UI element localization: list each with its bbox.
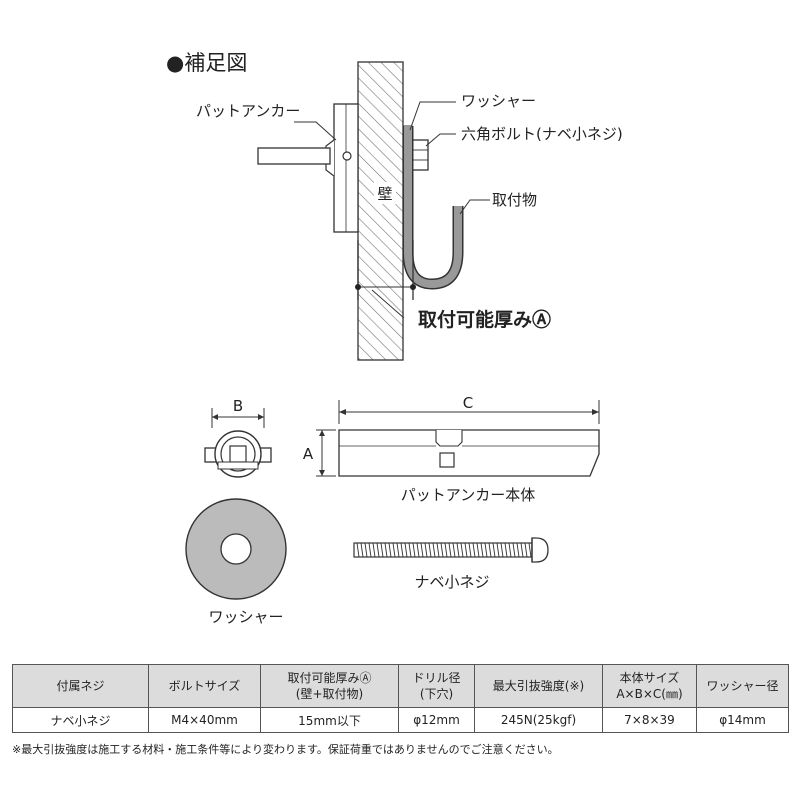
washer-part-label: ワッシャー	[208, 608, 283, 626]
dim-a-label: A	[303, 445, 314, 463]
screw-thread	[496, 542, 500, 558]
header-cell: ボルトサイズ	[148, 664, 261, 708]
spec-table-row: ナベ小ネジ M4×40mm 15mm以下 φ12mm 245N(25kgf) 7…	[12, 707, 789, 733]
cell-body-size: 7×8×39	[602, 707, 697, 733]
header-cell: ワッシャー径	[696, 664, 789, 708]
screw-thread	[404, 542, 408, 558]
screw-thread	[456, 542, 460, 558]
label-bolt: 六角ボルト(ナベ小ネジ)	[461, 125, 623, 143]
bolt-shank	[257, 147, 331, 165]
thickness-dimension	[355, 240, 416, 319]
screw-thread	[520, 542, 524, 558]
header-cell: 付属ネジ	[12, 664, 149, 708]
header-cell: 取付可能厚みⒶ(壁+取付物)	[260, 664, 399, 708]
screw-thread	[460, 542, 464, 558]
dim-b-label: B	[233, 397, 243, 415]
screw-thread	[384, 542, 388, 558]
screw-thread	[392, 542, 396, 558]
anchor-body-label: パットアンカー本体	[401, 486, 535, 504]
label-washer: ワッシャー	[461, 92, 536, 110]
bolt-head	[411, 139, 429, 171]
cell-screw-type: ナベ小ネジ	[12, 707, 149, 733]
screw-thread	[516, 542, 520, 558]
screw-thread	[512, 542, 516, 558]
screw-thread	[400, 542, 404, 558]
screw-thread	[440, 542, 444, 558]
screw-part	[353, 537, 549, 563]
washer-part	[185, 498, 287, 600]
screw-thread	[376, 542, 380, 558]
screw-thread	[476, 542, 480, 558]
dim-c-label: C	[463, 394, 473, 412]
screw-thread	[488, 542, 492, 558]
footnote: ※最大引抜強度は施工する材料・施工条件等により変わります。保証荷重ではありません…	[12, 743, 559, 756]
spec-table-header-row: 付属ネジ ボルトサイズ 取付可能厚みⒶ(壁+取付物) ドリル径(下穴) 最大引抜…	[12, 664, 789, 708]
wall-label: 壁	[377, 185, 392, 203]
screw-thread	[464, 542, 468, 558]
installation-diagram: ●補足図 壁 パットアンカー ワッシャー 六角ボルト(ナベ小ネジ) 取付物 取付…	[166, 51, 623, 626]
cell-pull-strength: 245N(25kgf)	[474, 707, 603, 733]
screw-thread	[500, 542, 504, 558]
screw-thread	[468, 542, 472, 558]
diagram-title: ●補足図	[166, 51, 247, 75]
cell-drill-diameter: φ12mm	[398, 707, 475, 733]
screw-thread	[444, 542, 448, 558]
screw-thread	[416, 542, 420, 558]
screw-thread	[368, 542, 372, 558]
screw-thread	[356, 542, 360, 558]
screw-thread	[504, 542, 508, 558]
screw-thread	[412, 542, 416, 558]
screw-thread	[472, 542, 476, 558]
screw-thread	[388, 542, 392, 558]
screw-thread	[528, 542, 532, 558]
screw-thread	[396, 542, 400, 558]
screw-thread	[428, 542, 432, 558]
anchor-end-view	[204, 408, 272, 478]
label-pat-anchor: パットアンカー	[196, 102, 300, 120]
screw-thread	[524, 542, 528, 558]
anchor-body-side-view	[316, 400, 600, 477]
screw-thread	[436, 542, 440, 558]
spec-table: 付属ネジ ボルトサイズ 取付可能厚みⒶ(壁+取付物) ドリル径(下穴) 最大引抜…	[12, 664, 789, 733]
screw-thread	[420, 542, 424, 558]
screw-thread	[480, 542, 484, 558]
screw-thread	[364, 542, 368, 558]
screw-thread	[448, 542, 452, 558]
cell-washer-diameter: φ14mm	[696, 707, 789, 733]
screw-thread	[452, 542, 456, 558]
screw-thread	[492, 542, 496, 558]
screw-thread	[372, 542, 376, 558]
cell-thickness: 15mm以下	[260, 707, 399, 733]
screw-part-label: ナベ小ネジ	[414, 573, 489, 591]
label-thickness: 取付可能厚みⒶ	[418, 308, 551, 331]
header-cell: ドリル径(下穴)	[398, 664, 475, 708]
cell-bolt-size: M4×40mm	[148, 707, 261, 733]
screw-thread	[508, 542, 512, 558]
wall	[357, 61, 404, 361]
label-mount: 取付物	[492, 191, 537, 209]
screw-thread	[408, 542, 412, 558]
screw-thread	[432, 542, 436, 558]
header-cell: 最大引抜強度(※)	[474, 664, 603, 708]
screw-thread	[360, 542, 364, 558]
pat-anchor	[325, 103, 359, 233]
screw-thread	[424, 542, 428, 558]
screw-thread	[380, 542, 384, 558]
screw-thread	[484, 542, 488, 558]
